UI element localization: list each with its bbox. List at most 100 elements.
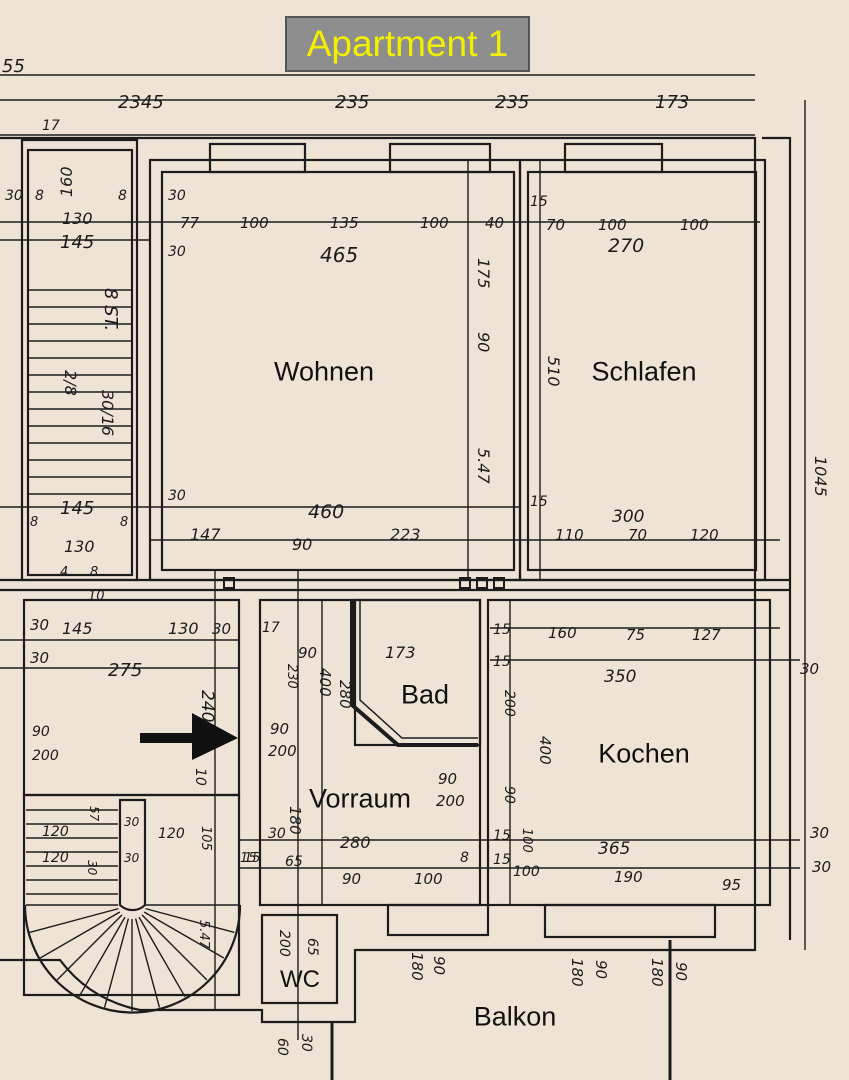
dim-kochen-5: 350: [604, 667, 636, 687]
dim-vorraum-16: 8: [460, 850, 469, 866]
wc-wall: [260, 913, 339, 1005]
dim-vorraum-10: 200: [436, 792, 465, 810]
bad-partition-2: [359, 600, 478, 739]
dim-balkon-4: 180: [648, 958, 666, 987]
outer-wall: [0, 136, 757, 1024]
dim-wohnen-top-0: 30: [168, 188, 186, 204]
dim-balkon-1: 90: [430, 956, 448, 975]
spiral-tread: [145, 907, 235, 934]
room-label-wohnen: Wohnen: [273, 356, 375, 387]
stair-note-1: 2/8: [61, 370, 80, 396]
dim-vorraum-8: 280: [340, 833, 371, 852]
dim-vorraum-6: 200: [268, 742, 297, 760]
dim-stair-bottom-3: 130: [64, 537, 95, 556]
spiral-tread: [141, 914, 208, 981]
dim-wohnen-bottom-4: 223: [390, 525, 421, 544]
dim-wohnen-v-1: 90: [474, 332, 493, 352]
dim-schlafen-top-4: 270: [608, 235, 644, 257]
dim-wohnen-top-1: 77: [180, 214, 200, 232]
dim-wohnen-top-5: 40: [485, 214, 504, 232]
dim-top-1: 235: [335, 92, 369, 113]
dim-kochen-3: 127: [692, 626, 721, 644]
dim-kochen-9: 15: [493, 828, 511, 844]
dim-top-2: 235: [495, 92, 529, 113]
dim-stair-2: 8: [35, 188, 44, 204]
dim-vorraum-13: 15: [244, 851, 261, 866]
dim-spiral-4: 30: [124, 851, 140, 865]
dim-bad-0: 173: [385, 643, 416, 662]
dim-spiral-8: 5.47: [196, 920, 211, 950]
dim-stair-bottom-0: 145: [60, 498, 94, 519]
dim-wc-0: 200: [276, 930, 292, 957]
window-top-3: [563, 142, 664, 174]
dim-schlafen-bottom-0: 15: [530, 494, 548, 510]
dim-right-total: 1045: [811, 456, 830, 497]
dim-vorraum-3: 400: [316, 668, 334, 697]
dim-kochen-16: 30: [800, 660, 819, 678]
shaft-square-3: [476, 577, 488, 589]
dim-balkon-0: 180: [408, 952, 426, 981]
dim-stair-bottom-6: 10: [88, 589, 105, 604]
dim-spiral-9: 15: [240, 851, 257, 866]
dim-balkon-2: 180: [568, 958, 586, 987]
dim-schlafen-top-3: 100: [680, 216, 709, 234]
spiral-tread: [138, 916, 186, 998]
dim-stair-bottom-2: 8: [120, 515, 128, 530]
spiral-tread: [103, 918, 130, 1008]
dim-stair-0: 17: [42, 118, 60, 134]
window-bottom-2: [543, 903, 717, 939]
dim-wohnen-top-2: 100: [240, 214, 269, 232]
stair-note-0: 8 ST.: [100, 288, 121, 331]
room-label-bad: Bad: [400, 679, 450, 710]
room-label-schlafen: Schlafen: [591, 356, 697, 387]
dim-vorraum-0: 17: [262, 620, 280, 636]
dim-schlafen-bottom-4: 120: [690, 526, 719, 544]
dim-schlafen-top-2: 100: [598, 216, 627, 234]
entrance-arrow: [140, 713, 238, 760]
dim-vorraum-15: 100: [414, 870, 443, 888]
dim-kochen-8: 90: [501, 786, 517, 804]
room-label-kochen: Kochen: [598, 738, 690, 769]
dim-wc-3: 60: [274, 1038, 290, 1056]
dim-vorraum-14: 90: [342, 870, 361, 888]
dim-left-9: 10: [192, 768, 208, 786]
dim-spiral-6: 105: [198, 826, 213, 851]
dim-stair-bottom-4: 4: [60, 565, 68, 580]
dim-wohnen-bottom-3: 90: [292, 535, 312, 554]
wohnen-inner: [160, 170, 516, 572]
dim-kochen-12: 15: [493, 852, 511, 868]
dim-wohnen-top-4: 100: [420, 214, 449, 232]
dim-wc-1: 65: [304, 938, 320, 956]
room-label-vorraum: Vorraum: [308, 783, 412, 814]
dim-vorraum-9: 90: [438, 770, 457, 788]
shaft-square-2: [459, 577, 471, 589]
spiral-treads: [26, 809, 238, 1011]
dim-left-8: 200: [32, 748, 59, 764]
dim-wohnen-top-7: 465: [320, 243, 358, 267]
spiral-tread: [78, 916, 126, 998]
dim-schlafen-bottom-3: 70: [628, 526, 647, 544]
dim-stair-5: 145: [60, 232, 94, 253]
dim-top-0: 2345: [118, 92, 164, 113]
dim-schlafen-bottom-1: 300: [612, 507, 644, 527]
spiral-tread: [143, 911, 225, 959]
dim-left-0: 30: [30, 616, 49, 634]
dim-kochen-14: 190: [614, 868, 643, 886]
dim-left-4: 30: [30, 649, 49, 667]
dim-left-1: 145: [62, 619, 93, 638]
dim-vorraum-4: 280: [336, 680, 354, 709]
dim-stair-bottom-1: 8: [30, 515, 38, 530]
spiral-tread: [134, 918, 161, 1008]
dim-vorraum-12: 65: [285, 854, 303, 870]
dim-left-6: 240: [197, 690, 217, 722]
dim-kochen-18: 30: [812, 858, 831, 876]
window-top-1: [208, 142, 307, 174]
dim-wohnen-top-6: 30: [168, 244, 186, 260]
dim-stair-1: 160: [57, 166, 76, 197]
dim-wohnen-bottom-0: 30: [168, 488, 186, 504]
dim-kochen-17: 30: [810, 824, 829, 842]
window-bottom-1: [386, 903, 490, 937]
dim-kochen-15: 95: [722, 876, 741, 894]
dim-spiral-1: 57: [87, 806, 101, 822]
dim-vorraum-5: 90: [270, 720, 289, 738]
